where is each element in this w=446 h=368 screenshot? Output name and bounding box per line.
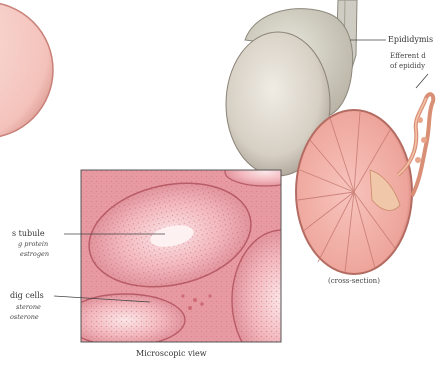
leydig-sublabel-1: sterone [16,304,41,311]
leydig-cells-label: dig cells [10,292,44,300]
seminiferous-tubule-label: s tubule [12,230,45,238]
tubule-sublabel-1: g protein [18,241,48,248]
magnified-inset-circle [0,2,53,138]
microscopic-view-caption: Microscopic view [136,350,207,358]
cross-section-caption: (cross-section) [328,278,380,285]
tubule-sublabel-2: estrogen [20,251,49,258]
efferent-ducts-label-line2: of epididy [390,63,425,70]
microscopic-view-panel [65,158,332,368]
leydig-sublabel-2: osterone [10,314,39,321]
efferent-ducts-label-line1: Efferent d [390,53,426,60]
epididymis-label: Epididymis [388,36,433,44]
